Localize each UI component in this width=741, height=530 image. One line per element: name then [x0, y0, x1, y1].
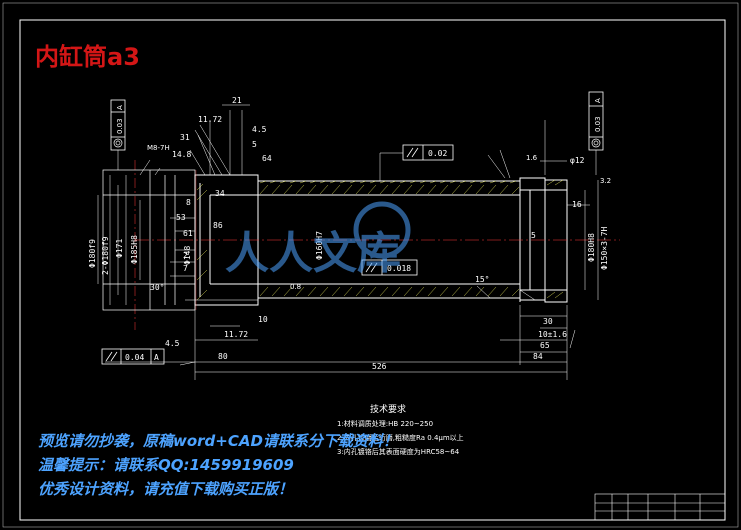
dim-right-84: 84 [533, 352, 543, 361]
dia-2-180f9: 2-Φ180f9 [101, 236, 110, 275]
dim-64: 64 [262, 154, 272, 163]
dia-thread-right: Φ150×3-7H [600, 226, 609, 270]
title-block [594, 493, 726, 521]
dim-5b: 5 [252, 140, 257, 149]
dim-left-80: 80 [218, 352, 228, 361]
dim-overall-length: 526 [372, 362, 387, 371]
dimension-lines [97, 104, 599, 380]
tol-right-datum: A [594, 98, 602, 103]
tol-middle-value: 0.018 [387, 264, 411, 273]
leader-lines [139, 124, 576, 366]
dim-14-8: 14.8 [172, 150, 191, 159]
dim-10: 10 [258, 315, 268, 324]
roughness-1: 1.6 [526, 154, 538, 162]
tech-req-item-3: 3:内孔镀铬后其表面硬度为HRC58~64 [337, 447, 460, 456]
tol-left-datum: A [116, 105, 124, 110]
tolerance-frame-middle: 0.018 [361, 259, 418, 276]
logo-text: 人人文库 [225, 228, 401, 279]
tolerance-frame-left-vertical: 0.03 A [110, 99, 126, 170]
drawing-title: 内缸筒a3 [35, 43, 140, 71]
tol-bottom-datum: A [154, 353, 159, 362]
dim-8: 8 [186, 198, 191, 207]
dim-angle-30: 30° [150, 283, 164, 292]
left-end-view [102, 169, 196, 311]
dim-34: 34 [215, 189, 225, 198]
dim-angle-15: 15° [475, 275, 489, 284]
dim-31: 31 [180, 133, 190, 142]
watermark-notice: 预览请勿抄袭，原稿word+CAD请联系分下载资料！ 温馨提示：请联系QQ:14… [38, 432, 398, 498]
watermark-line-2: 温馨提示：请联系QQ:1459919609 [38, 456, 294, 474]
dia-180h8: Φ180H8 [587, 233, 596, 262]
tech-req-title: 技术要求 [370, 403, 406, 415]
dim-16: 16 [572, 200, 582, 209]
dim-11-72-top: 11.72 [198, 115, 222, 124]
dim-30: 30 [543, 317, 553, 326]
watermark-line-3: 优秀设计资料，请充值下载购买正版！ [38, 480, 293, 498]
roughness-2: 3.2 [600, 177, 611, 185]
dim-4-5b: 4.5 [165, 339, 180, 348]
outer-frame [19, 19, 726, 521]
dia-148: Φ148 [183, 246, 192, 265]
dim-21: 21 [232, 96, 242, 105]
watermark-line-1: 预览请勿抄袭，原稿word+CAD请联系分下载资料！ [38, 432, 398, 450]
tolerance-frame-bottom-left: 0.04 A [101, 348, 165, 365]
tol-bottom-value: 0.04 [125, 353, 144, 362]
dia-160h7: Φ160H7 [315, 231, 324, 260]
dim-5: 5 [531, 231, 536, 240]
tech-req-item-2: 2:内孔镗磨后珩磨,粗糙度Ra 0.4μm以上 [337, 433, 464, 442]
dim-61: 61 [183, 229, 193, 238]
dim-2: 2 [183, 251, 188, 260]
dim-11-72-bottom: 11.72 [224, 330, 248, 339]
tech-requirements: 技术要求 1:材料调质处理:HB 220~250 2:内孔镗磨后珩磨,粗糙度Ra… [337, 403, 464, 456]
tol-left-value: 0.03 [116, 118, 124, 134]
diameter-labels: Φ180f9 2-Φ180f9 Φ171 Φ185H8 Φ148 Φ160H7 … [88, 226, 609, 275]
dia-180f9: Φ180f9 [88, 239, 97, 268]
dim-4-5: 4.5 [252, 125, 267, 134]
tol-right-value: 0.03 [594, 116, 602, 132]
tolerance-frame-top: 0.02 [379, 144, 454, 181]
dimension-texts: 526 84 80 30 65 10±1.6 86 16 5 21 4.5 5 … [147, 96, 611, 371]
dim-65: 65 [540, 341, 550, 350]
dim-10-tol: 10±1.6 [538, 330, 567, 339]
dim-7: 7 [183, 264, 188, 273]
dim-86: 86 [213, 221, 223, 230]
dim-53: 53 [176, 213, 186, 222]
dim-m-thread: M8-7H [147, 144, 170, 152]
tolerance-frame-right-vertical: 0.03 A [588, 91, 604, 175]
section-hatching [196, 179, 564, 301]
dia-185h8: Φ185H8 [130, 235, 139, 264]
dim-phi12: φ12 [570, 156, 585, 165]
tol-top-value: 0.02 [428, 149, 447, 158]
dia-171: Φ171 [115, 239, 124, 258]
roughness-3: 0.8 [290, 283, 301, 291]
logo-watermark: 人人文库 [225, 201, 411, 279]
tech-req-item-1: 1:材料调质处理:HB 220~250 [337, 419, 433, 428]
